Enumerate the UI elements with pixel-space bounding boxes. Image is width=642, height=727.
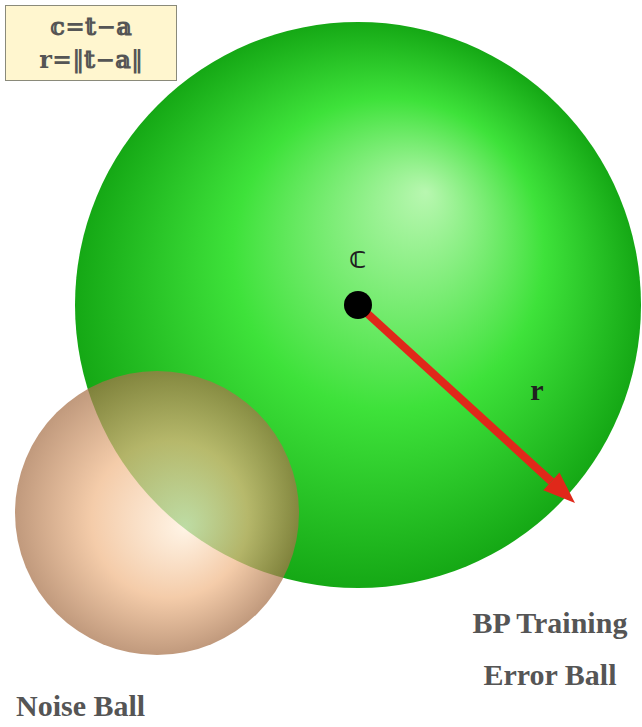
- formula-text: 𝕔=𝕥−𝕒: [14, 10, 168, 43]
- formula-text: r=‖𝕥−𝕒‖: [14, 43, 168, 76]
- center-dot: [344, 291, 372, 319]
- noise-ball: Noise Ball: [14, 370, 300, 656]
- radius-label: r: [530, 375, 543, 405]
- sphere: [15, 371, 299, 655]
- radius-arrow-shaft: [358, 305, 551, 481]
- radius-arrow-head: [543, 473, 575, 503]
- noise-ball-shape: [14, 370, 300, 656]
- ball-label: Noise Ball: [16, 688, 145, 724]
- center-label: 𝕔: [349, 243, 367, 273]
- formula-box: 𝕔=𝕥−𝕒r=‖𝕥−𝕒‖: [5, 5, 177, 81]
- ball-label: BP Training Error Ball: [460, 597, 640, 701]
